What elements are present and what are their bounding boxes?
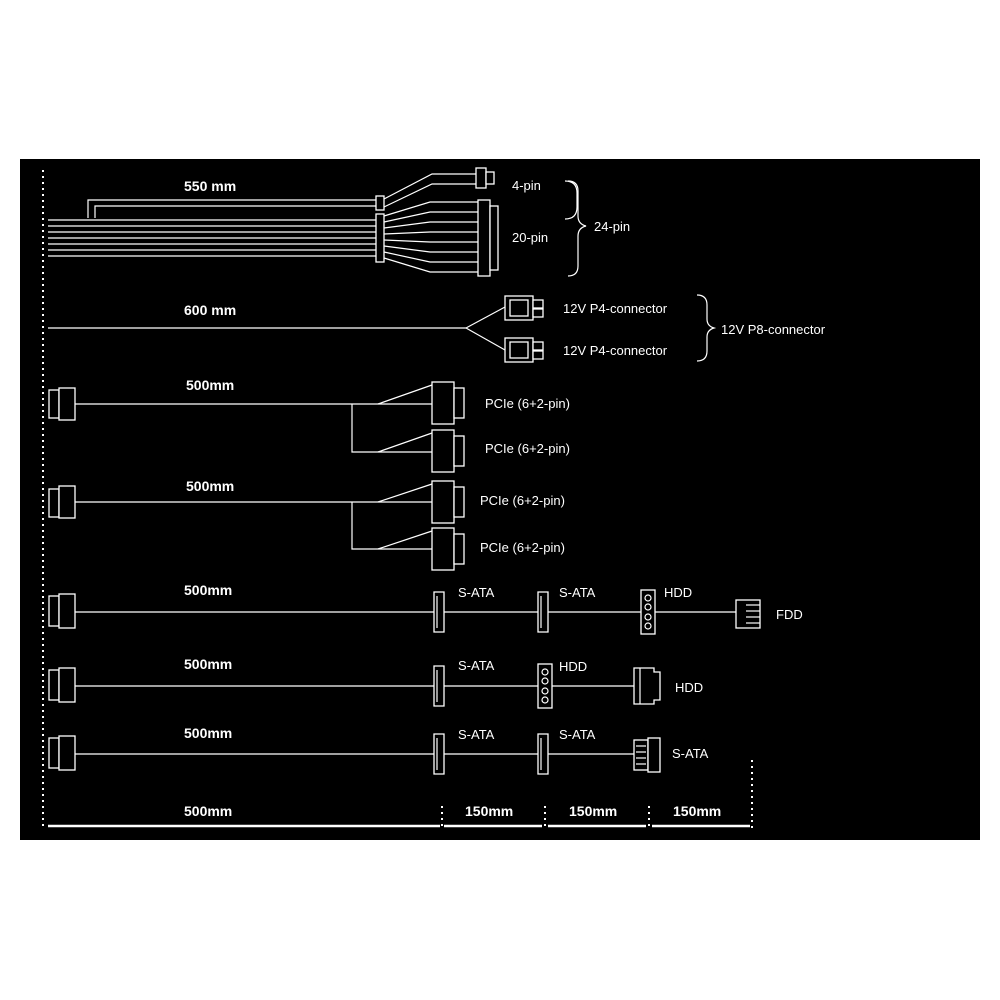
pcie1-conn1	[431, 381, 455, 425]
p1-c2-label: S-ATA	[559, 585, 596, 600]
scale-bar	[48, 760, 753, 830]
diagram-panel	[20, 159, 980, 840]
brace-p8	[696, 294, 717, 362]
pcie2-psu-connector	[48, 488, 60, 518]
cpu-p4-top-label: 12V P4-connector	[563, 301, 668, 316]
atx-4pin-label: 4-pin	[512, 178, 541, 193]
pcie2-conn1	[431, 480, 455, 524]
pcie1-conn1-label: PCIe (6+2-pin)	[485, 396, 570, 411]
brace-4pin	[564, 180, 578, 220]
s-sata3	[633, 739, 649, 771]
scale-seg3: 150mm	[569, 803, 617, 819]
p2-length: 500mm	[184, 656, 232, 672]
pcie1-psu-connector	[48, 389, 60, 419]
scale-seg4: 150mm	[673, 803, 721, 819]
pcie2-conn1-label: PCIe (6+2-pin)	[480, 493, 565, 508]
cpu-p4-bottom-label: 12V P4-connector	[563, 343, 668, 358]
pcie2-conn2-label: PCIe (6+2-pin)	[480, 540, 565, 555]
p2-c2-label: HDD	[559, 659, 587, 674]
p1-c1-label: S-ATA	[458, 585, 495, 600]
p1-hdd	[640, 589, 656, 635]
atx-sleeve-small	[375, 195, 385, 211]
s-length: 500mm	[184, 725, 232, 741]
pcie-cable-2	[48, 480, 465, 571]
sata-cable	[48, 733, 661, 775]
s-sata1	[433, 733, 445, 775]
s-c3-label: S-ATA	[672, 746, 709, 761]
pcie-cable-1	[48, 381, 465, 473]
atx-24pin-label: 24-pin	[594, 219, 630, 234]
atx-4pin-connector	[475, 167, 487, 189]
p1-fdd	[735, 599, 761, 629]
peripheral-cable-2	[48, 663, 661, 709]
pcie1-length: 500mm	[186, 377, 234, 393]
scale-seg2: 150mm	[465, 803, 513, 819]
s-c2-label: S-ATA	[559, 727, 596, 742]
peripheral-cable-1	[48, 589, 761, 635]
atx-length: 550 mm	[184, 178, 236, 194]
s-c1-label: S-ATA	[458, 727, 495, 742]
cpu-p8-label: 12V P8-connector	[721, 322, 826, 337]
p1-sata2	[537, 591, 549, 633]
p1-length: 500mm	[184, 582, 232, 598]
p1-c4-label: FDD	[776, 607, 803, 622]
p2-sata1	[433, 665, 445, 707]
p1-sata1	[433, 591, 445, 633]
scale-seg1: 500mm	[184, 803, 232, 819]
pcie1-conn2	[431, 429, 455, 473]
pcie2-length: 500mm	[186, 478, 234, 494]
atx-sleeve-main	[375, 213, 385, 263]
p2-c3-label: HDD	[675, 680, 703, 695]
atx-cable	[48, 167, 587, 277]
cpu-length: 600 mm	[184, 302, 236, 318]
p2-hdd1	[537, 663, 553, 709]
p2-c1-label: S-ATA	[458, 658, 495, 673]
pcie1-conn2-label: PCIe (6+2-pin)	[485, 441, 570, 456]
pcie2-conn2	[431, 527, 455, 571]
atx-20pin-connector	[477, 199, 491, 277]
p2-hdd2	[633, 667, 661, 705]
p1-c3-label: HDD	[664, 585, 692, 600]
atx-20pin-label: 20-pin	[512, 230, 548, 245]
s-sata2	[537, 733, 549, 775]
brace-24pin	[567, 180, 587, 277]
cpu-cable	[48, 294, 717, 363]
